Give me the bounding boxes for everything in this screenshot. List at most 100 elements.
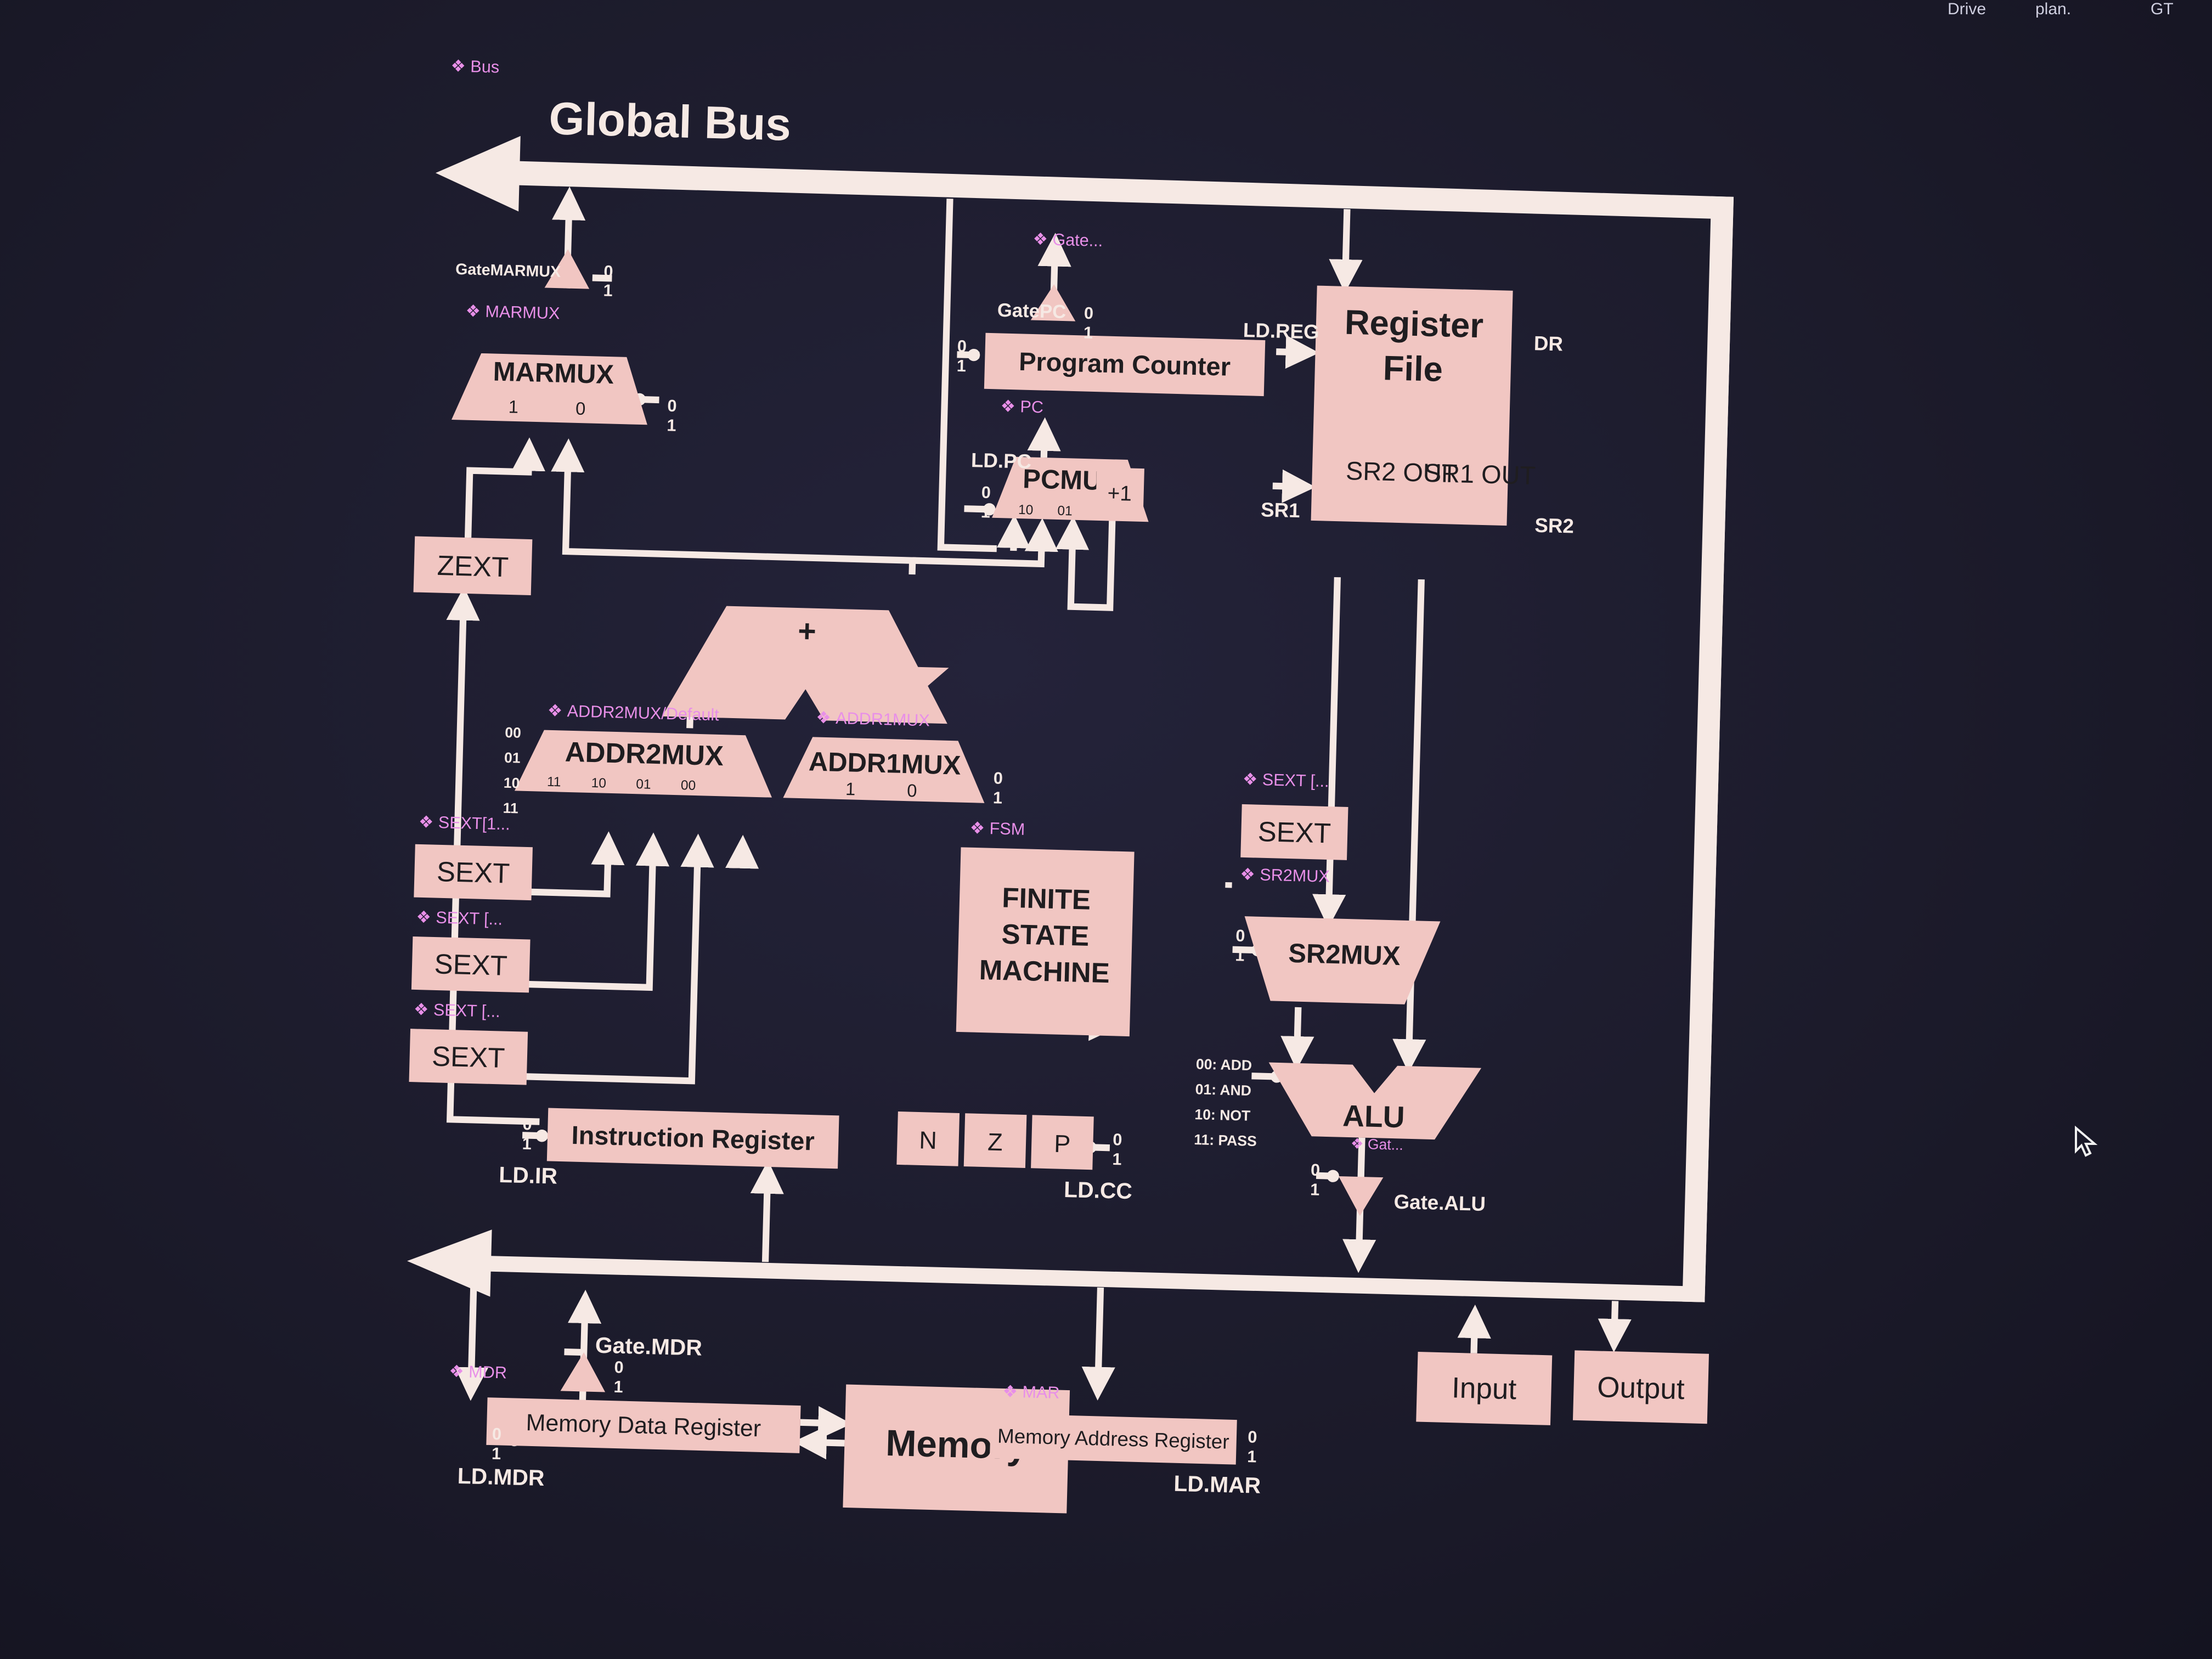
pc-ld-1: 1 bbox=[956, 357, 966, 375]
mouse-cursor-icon bbox=[2075, 1126, 2098, 1157]
pcmux-in-10: 10 bbox=[1018, 503, 1034, 518]
input-label: Input bbox=[1452, 1372, 1517, 1406]
global-bus bbox=[407, 136, 1734, 1302]
mdr-label: Memory Data Register bbox=[526, 1409, 761, 1442]
marmux-sel-0: 0 bbox=[667, 397, 677, 415]
register-file-block[interactable] bbox=[1311, 285, 1513, 526]
diagram: Global Bus ❖ Bus bbox=[407, 57, 1734, 1514]
addr2-sel-10: 10 bbox=[504, 775, 520, 792]
sext-block-3 bbox=[409, 1029, 528, 1085]
pcmux-select-dot bbox=[983, 503, 996, 516]
input-block[interactable] bbox=[1416, 1352, 1553, 1425]
tag-sext-1: ❖ SEXT[1... bbox=[419, 812, 511, 833]
addr2-sel-01: 01 bbox=[504, 749, 521, 766]
alu-op-and: 01: AND bbox=[1195, 1081, 1251, 1099]
addr1-sel-1: 1 bbox=[993, 788, 1003, 807]
program-counter-block[interactable] bbox=[984, 332, 1266, 397]
pcmux-sel-1: 1 bbox=[981, 503, 991, 521]
marmux-input-1: 1 bbox=[508, 396, 518, 416]
alu-block[interactable] bbox=[1267, 1062, 1482, 1141]
alu-op-not: 10: NOT bbox=[1194, 1106, 1250, 1124]
sext-sr2-block bbox=[1240, 804, 1348, 860]
fsm-label-2: STATE bbox=[1001, 918, 1090, 952]
gate-alu-0: 0 bbox=[1311, 1161, 1321, 1180]
bus-right-rail bbox=[1682, 196, 1734, 1302]
addr1-in-1: 1 bbox=[845, 778, 856, 799]
addr2-in-11: 11 bbox=[547, 775, 561, 790]
ld-cc-0: 0 bbox=[1113, 1130, 1122, 1149]
ld-cc-label: LD.CC bbox=[1064, 1177, 1133, 1204]
gate-marmux-label: GateMARMUX bbox=[455, 261, 561, 281]
bookmark-drive[interactable]: Drive bbox=[1948, 0, 1987, 18]
tag-sr2mux: ❖ SR2MUX bbox=[1240, 865, 1330, 886]
gate-alu-select-dot bbox=[1327, 1170, 1339, 1182]
addr2mux-label: ADDR2MUX bbox=[565, 736, 724, 772]
bookmark-plan[interactable]: plan. bbox=[2035, 0, 2072, 18]
ld-mdr-0: 0 bbox=[492, 1425, 502, 1443]
memory-address-register-block[interactable] bbox=[990, 1413, 1237, 1465]
output-label: Output bbox=[1597, 1371, 1685, 1406]
alu-label: ALU bbox=[1342, 1098, 1406, 1134]
marmux-input-0: 0 bbox=[575, 398, 586, 419]
gate-pc-1: 1 bbox=[1084, 324, 1093, 342]
gate-pc-triangle[interactable] bbox=[1030, 284, 1076, 321]
tag-addr1mux: ❖ ADDR1MUX bbox=[816, 708, 930, 730]
tag-pc: ❖ PC bbox=[1000, 397, 1043, 416]
gate-alu-1: 1 bbox=[1310, 1180, 1320, 1199]
pcmux-in-01: 01 bbox=[1057, 504, 1073, 519]
tag-sext-3: ❖ SEXT [... bbox=[414, 1000, 501, 1021]
marmux-block[interactable] bbox=[452, 353, 649, 425]
sr2mux-label: SR2MUX bbox=[1288, 939, 1401, 971]
dr-label: DR bbox=[1533, 332, 1563, 355]
fsm-label-3: MACHINE bbox=[979, 954, 1110, 989]
addr1mux-block[interactable] bbox=[783, 736, 986, 803]
finite-state-machine-block bbox=[956, 847, 1135, 1037]
sext-sr2-label: SEXT bbox=[1257, 816, 1331, 849]
addr1mux-label: ADDR1MUX bbox=[808, 747, 961, 780]
cc-p-block bbox=[1031, 1115, 1094, 1170]
register-file-label-1: Register bbox=[1344, 303, 1484, 346]
addr2mux-block[interactable] bbox=[514, 729, 774, 798]
sext-label-1: SEXT bbox=[436, 856, 510, 889]
sr1-label: SR1 bbox=[1261, 498, 1300, 522]
gate-mdr-0: 0 bbox=[614, 1358, 624, 1376]
ld-cc-1: 1 bbox=[1112, 1150, 1122, 1169]
cc-n-block bbox=[896, 1111, 960, 1166]
sr2-label: SR2 bbox=[1534, 514, 1574, 538]
sext-block-2 bbox=[411, 936, 531, 993]
plus-one-block bbox=[1095, 467, 1144, 519]
sr2-out-label: SR2 OUT bbox=[1345, 456, 1458, 488]
addr2-in-01: 01 bbox=[636, 777, 651, 792]
instruction-register-block[interactable] bbox=[546, 1108, 839, 1169]
adder-label: + bbox=[798, 613, 817, 649]
sr2mux-block[interactable] bbox=[1243, 916, 1441, 1005]
memory-data-register-block[interactable] bbox=[486, 1397, 801, 1453]
pc-ld-0: 0 bbox=[957, 337, 967, 356]
cc-n-label: N bbox=[919, 1126, 938, 1154]
tag-gate-alu: ❖ Gat... bbox=[1350, 1136, 1403, 1154]
gate-marmux-1: 1 bbox=[603, 281, 613, 300]
addr1-in-0: 0 bbox=[907, 780, 917, 800]
output-block[interactable] bbox=[1572, 1350, 1709, 1424]
addr1-sel-0: 0 bbox=[994, 769, 1003, 788]
address-adder-shape bbox=[662, 606, 947, 724]
addr2-in-10: 10 bbox=[591, 776, 606, 791]
gate-mdr-triangle[interactable] bbox=[560, 1352, 606, 1392]
register-file-label-2: File bbox=[1383, 349, 1443, 389]
cc-p-label: P bbox=[1054, 1130, 1071, 1158]
ld-reg-label: LD.REG bbox=[1243, 319, 1319, 343]
tag-mar: ❖ MAR bbox=[1002, 1382, 1060, 1402]
cc-z-label: Z bbox=[988, 1128, 1003, 1156]
gate-pc-0: 0 bbox=[1084, 304, 1094, 323]
bookmark-gt[interactable]: GT bbox=[2151, 0, 2174, 18]
gate-marmux-triangle[interactable] bbox=[544, 249, 590, 289]
instruction-register-label: Instruction Register bbox=[571, 1121, 815, 1156]
sr1-out-label: SR1 OUT bbox=[1424, 459, 1536, 490]
ld-mdr-1: 1 bbox=[492, 1444, 501, 1463]
gate-alu-triangle[interactable] bbox=[1338, 1176, 1384, 1217]
tag-fsm: ❖ FSM bbox=[969, 819, 1025, 839]
tag-marmux: ❖ MARMUX bbox=[465, 302, 560, 323]
browser-bookmarks-bar: Drive plan. GT bbox=[1728, 0, 2212, 22]
